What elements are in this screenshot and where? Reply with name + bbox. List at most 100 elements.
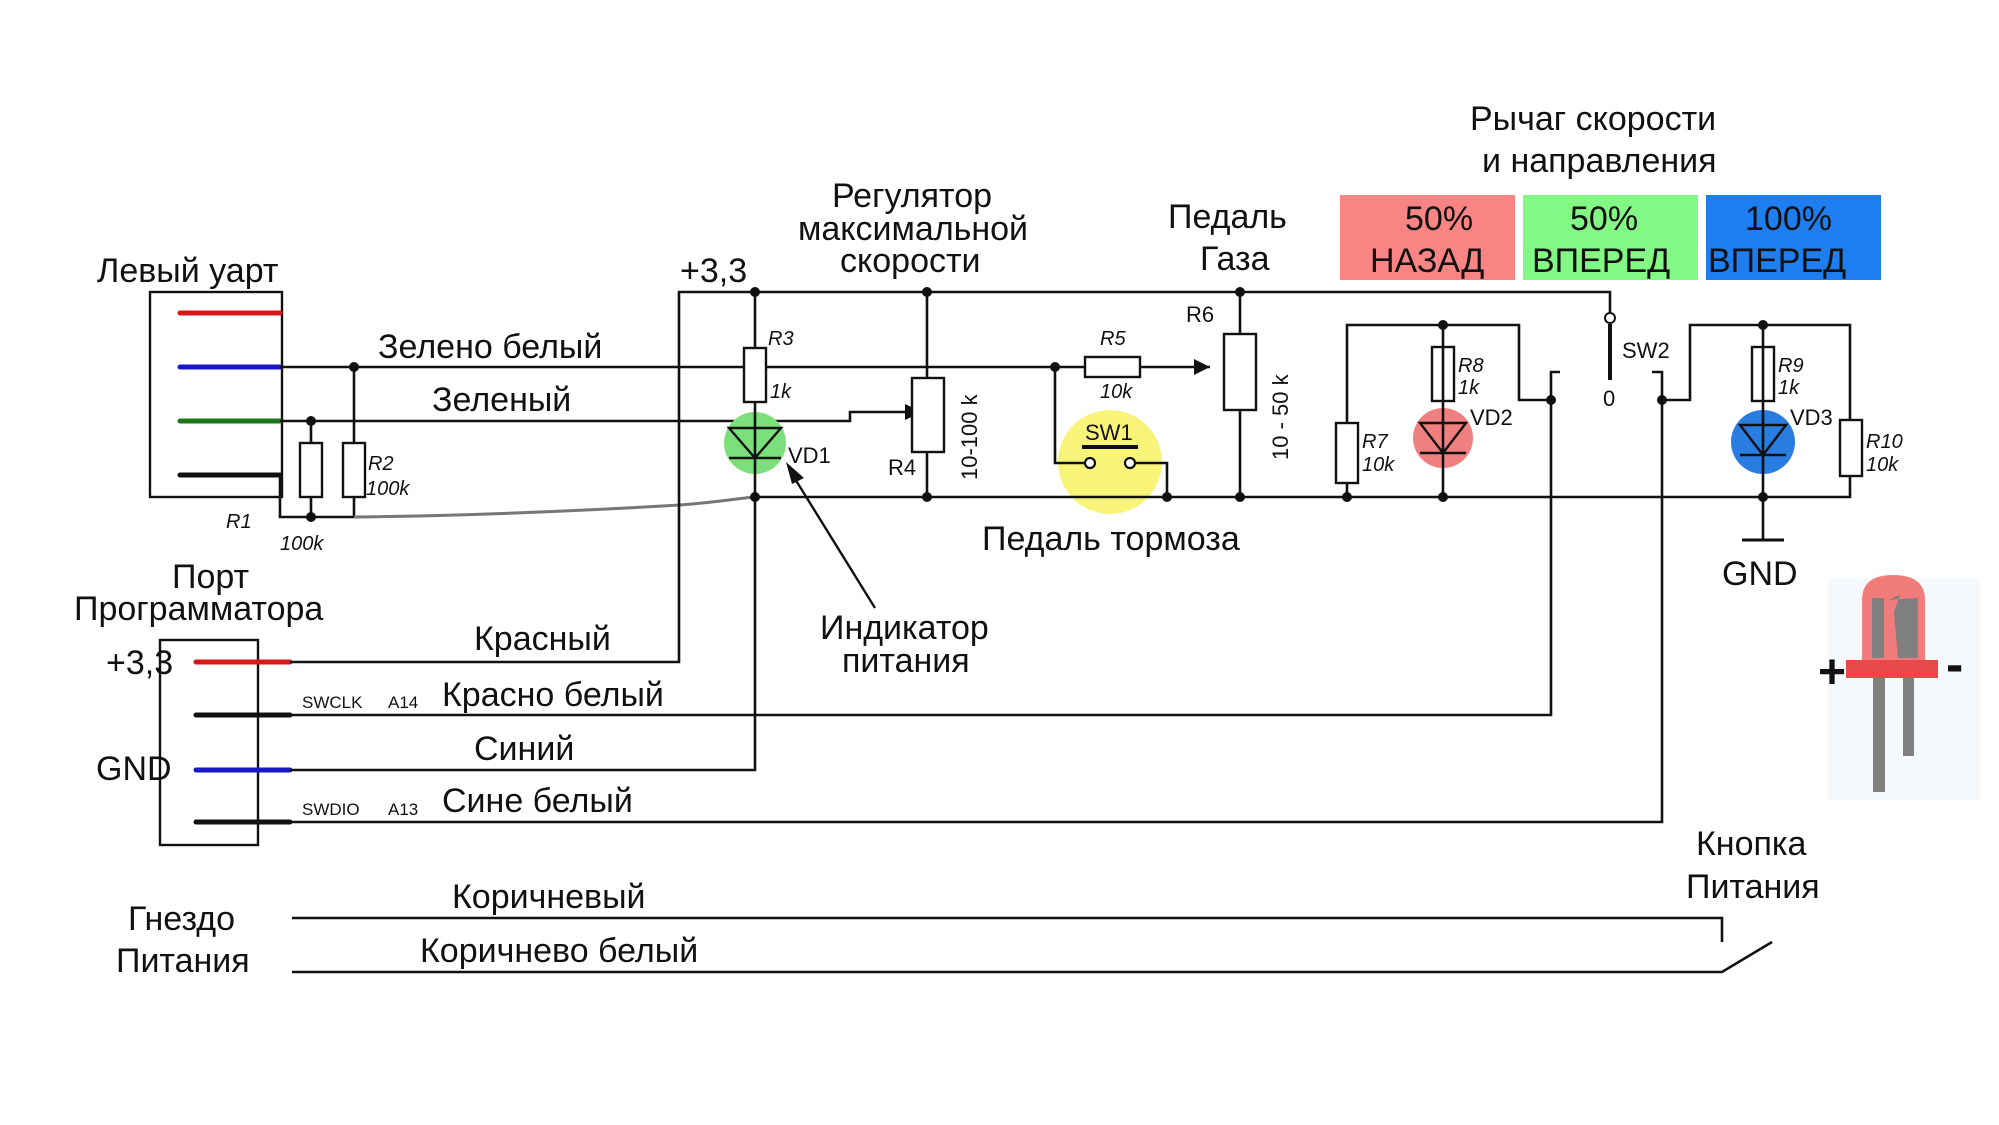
mode-box-forward-50: 50% ВПЕРЕД — [1523, 195, 1698, 280]
wire-brown — [292, 916, 1724, 942]
led-pinout-illustration: + - — [1818, 575, 1980, 800]
regulator-label-1: Регулятор — [832, 177, 992, 215]
mode-box-forward-100: 100% ВПЕРЕД — [1706, 195, 1881, 280]
wire-blue-label: Синий — [474, 730, 574, 768]
gnd-label: GND — [1722, 555, 1798, 593]
potentiometer-r4 — [910, 376, 946, 454]
power-button-label-1: Кнопка — [1696, 825, 1807, 863]
sw2-position: 0 — [1603, 386, 1615, 411]
swdio-pin-label: A13 — [388, 800, 418, 819]
lever-label-1: Рычаг скорости — [1470, 100, 1716, 138]
resistor-r5 — [1083, 355, 1142, 379]
mode-box-reverse-50: 50% НАЗАД — [1340, 195, 1515, 280]
r9-value: 1k — [1778, 377, 1800, 399]
r6-name: R6 — [1186, 302, 1214, 327]
led-minus-sign: - — [1946, 636, 1963, 694]
r7-name: R7 — [1362, 431, 1388, 453]
left-uart-title: Левый уарт — [97, 252, 278, 290]
programmer-gnd-label: GND — [96, 750, 172, 788]
resistor-r7 — [1334, 421, 1360, 485]
wire-brown-label: Коричневый — [452, 878, 646, 916]
wire-blue — [290, 765, 757, 772]
r3-name: R3 — [768, 328, 794, 350]
r10-name: R10 — [1866, 431, 1903, 453]
r7-value: 10k — [1362, 454, 1395, 476]
led-plus-sign: + — [1818, 646, 1846, 699]
sw2-name: SW2 — [1622, 338, 1670, 363]
r6-wiper-arrow — [1194, 359, 1210, 375]
mode-percent: 50% — [1405, 200, 1473, 238]
programmer-vcc-label: +3,3 — [106, 644, 173, 682]
ground-rail — [755, 323, 1852, 499]
gas-pedal-label-1: Педаль — [1168, 198, 1287, 236]
r1-name: R1 — [226, 511, 252, 533]
r5-value: 10k — [1100, 381, 1133, 403]
r10-value: 10k — [1866, 454, 1899, 476]
gas-pedal-label-2: Газа — [1200, 240, 1270, 278]
r2-name: R2 — [368, 453, 394, 475]
wire-red-label: Красный — [474, 620, 611, 658]
left-uart-connector — [148, 290, 284, 499]
power-button-label-2: Питания — [1686, 868, 1820, 906]
sw1-name: SW1 — [1085, 420, 1133, 445]
power-socket-label-1: Гнездо — [128, 900, 235, 938]
r4-value: 10-100 k — [957, 393, 982, 480]
wire-red — [290, 655, 681, 664]
r2-value: 100k — [366, 478, 410, 500]
r5-name: R5 — [1100, 328, 1126, 350]
r8-name: R8 — [1458, 355, 1484, 377]
resistor-r2 — [341, 441, 367, 499]
led-anode-leg — [1873, 678, 1885, 792]
sw1-glow — [1058, 410, 1162, 514]
wire-brown-white — [292, 940, 1773, 974]
vd3-name: VD3 — [1790, 405, 1833, 430]
mode-percent: 100% — [1745, 200, 1832, 238]
swclk-pin-label: A14 — [388, 693, 418, 712]
wire-red-white-label: Красно белый — [442, 676, 664, 714]
power-socket-label-2: Питания — [116, 942, 250, 980]
diode-vd3 — [1737, 423, 1789, 457]
mode-direction: НАЗАД — [1370, 242, 1484, 280]
wire-green-label: Зеленый — [432, 381, 571, 419]
programmer-connector — [158, 638, 260, 847]
ground-link-wire — [353, 495, 756, 519]
r3-value: 1k — [770, 381, 792, 403]
led-flange — [1846, 660, 1938, 678]
wire-green-white-label: Зелено белый — [378, 328, 602, 366]
resistor-r10 — [1838, 418, 1864, 478]
diode-vd2 — [1417, 421, 1469, 455]
wire-blue-white-label: Сине белый — [442, 782, 633, 820]
indicator-label-2: питания — [842, 642, 970, 680]
indicator-pointer — [790, 473, 877, 609]
programmer-label-1: Порт — [172, 558, 249, 596]
resistor-r1 — [298, 441, 324, 499]
r4-name: R4 — [888, 455, 916, 480]
resistor-r3 — [742, 346, 768, 404]
r6-value: 10 - 50 k — [1268, 373, 1293, 460]
r1-value: 100k — [280, 533, 324, 555]
r8-value: 1k — [1458, 377, 1480, 399]
lever-label-2: и направления — [1482, 142, 1717, 180]
vd1-name: VD1 — [788, 443, 831, 468]
mode-direction: ВПЕРЕД — [1708, 242, 1846, 280]
programmer-label-2: Программатора — [74, 590, 323, 628]
supply-label: +3,3 — [680, 252, 747, 290]
potentiometer-r6 — [1222, 332, 1258, 412]
r9-name: R9 — [1778, 355, 1804, 377]
vd2-name: VD2 — [1470, 405, 1513, 430]
supply-rail — [677, 290, 1612, 655]
mode-direction: ВПЕРЕД — [1532, 242, 1670, 280]
swdio-label: SWDIO — [302, 800, 360, 819]
mode-percent: 50% — [1570, 200, 1638, 238]
diode-vd1 — [726, 426, 784, 460]
wire-red-white — [258, 370, 1560, 717]
wire-blue-white — [258, 370, 1664, 824]
regulator-label-3: скорости — [840, 242, 981, 280]
wire-brown-white-label: Коричнево белый — [420, 932, 698, 970]
regulator-label-2: максимальной — [798, 210, 1028, 248]
wire-green — [280, 410, 905, 423]
brake-pedal-label: Педаль тормоза — [982, 520, 1240, 558]
indicator-label-1: Индикатор — [820, 609, 989, 647]
swclk-label: SWCLK — [302, 693, 363, 712]
